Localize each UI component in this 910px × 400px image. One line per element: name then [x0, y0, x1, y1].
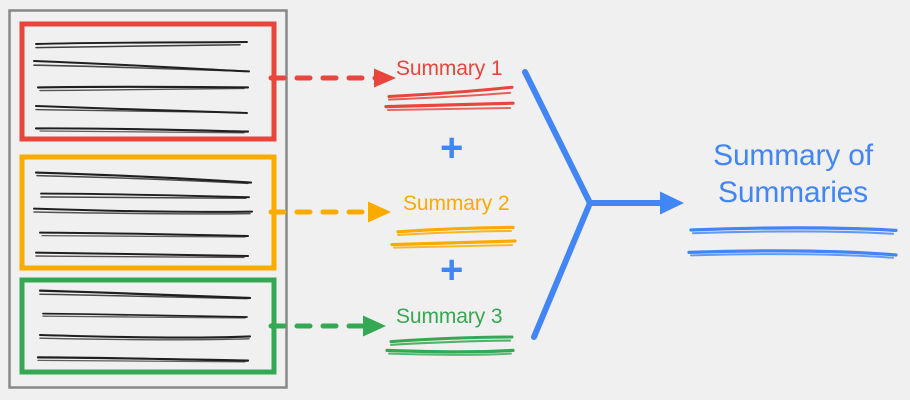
final-summary-line-1: Summary of: [713, 139, 873, 172]
source-document-frame: [8, 9, 288, 389]
section-red-border[interactable]: [19, 21, 277, 142]
merge-connector: [522, 69, 684, 340]
arrow-green-dashed: [268, 315, 386, 337]
section-red-text-lines: [33, 41, 250, 134]
arrow-amber-dashed: [268, 201, 391, 223]
final-summary-squiggles: [687, 226, 898, 259]
summary-1-squiggles: [384, 85, 515, 111]
final-summary-title: Summary of Summaries: [693, 138, 893, 211]
arrow-red-dashed: [268, 68, 396, 88]
plus-operator-1: +: [440, 126, 464, 170]
summary-3-squiggles: [385, 335, 515, 356]
summary-3-label: Summary 3: [396, 305, 503, 328]
section-green-text-lines: [36, 289, 252, 363]
summary-2-squiggles: [390, 225, 517, 249]
final-summary-line-2: Summaries: [718, 175, 868, 209]
summary-1-label: Summary 1: [396, 57, 503, 80]
summary-2-label: Summary 2: [403, 192, 510, 215]
section-amber-text-lines: [33, 171, 253, 259]
plus-operator-2: +: [440, 248, 464, 292]
